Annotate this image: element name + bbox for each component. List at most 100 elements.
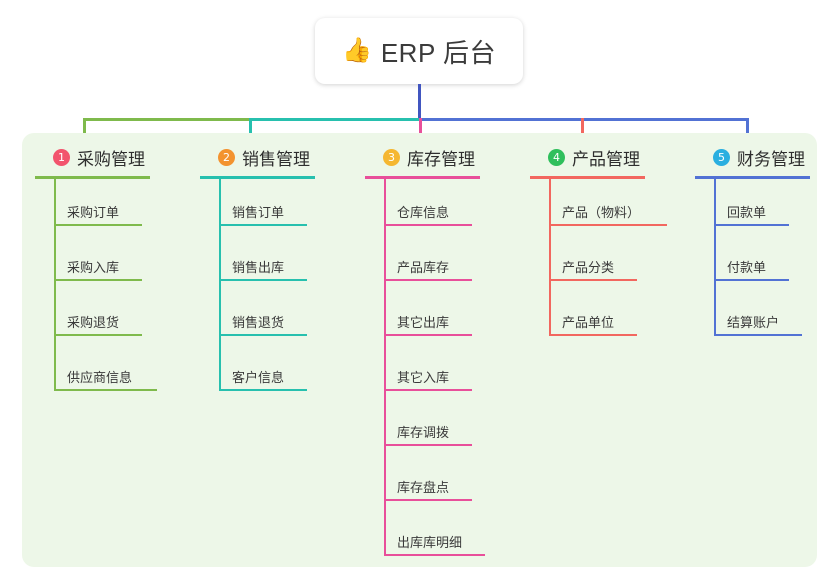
column-title-4: 产品管理 bbox=[572, 149, 640, 169]
column-header-1[interactable]: 1 采购管理 bbox=[35, 143, 185, 171]
item-underline bbox=[219, 224, 307, 226]
list-item[interactable]: 产品（物料） bbox=[530, 179, 680, 234]
column-trunk-2 bbox=[219, 179, 221, 391]
item-label: 库存盘点 bbox=[397, 480, 450, 495]
item-underline bbox=[714, 334, 802, 336]
list-item[interactable]: 采购退货 bbox=[35, 289, 185, 344]
column-badge-2: 2 bbox=[218, 148, 235, 166]
column-underline-1 bbox=[35, 176, 150, 179]
column-trunk-1 bbox=[54, 179, 56, 391]
diagram-panel bbox=[22, 133, 817, 567]
list-item[interactable]: 销售退货 bbox=[200, 289, 350, 344]
item-underline bbox=[54, 389, 157, 391]
column-trunk-5 bbox=[714, 179, 716, 336]
column-underline-5 bbox=[695, 176, 810, 179]
item-label: 销售退货 bbox=[232, 315, 285, 330]
list-item[interactable]: 其它入库 bbox=[365, 344, 515, 399]
column-trunk-4 bbox=[549, 179, 551, 336]
list-item[interactable]: 产品分类 bbox=[530, 234, 680, 289]
list-item[interactable]: 回款单 bbox=[695, 179, 839, 234]
item-label: 结算账户 bbox=[727, 315, 780, 330]
list-item[interactable]: 库存调拨 bbox=[365, 399, 515, 454]
column-items-3: 仓库信息 产品库存 其它出库 其它入库 库存调拨 库存盘点 出库库明细 bbox=[365, 179, 515, 564]
item-underline bbox=[549, 279, 637, 281]
root-title: ERP 后台 bbox=[380, 37, 497, 68]
item-label: 销售出库 bbox=[232, 260, 285, 275]
column-items-5: 回款单 付款单 结算账户 bbox=[695, 179, 839, 344]
item-label: 其它出库 bbox=[397, 315, 450, 330]
list-item[interactable]: 销售出库 bbox=[200, 234, 350, 289]
item-label: 仓库信息 bbox=[397, 205, 450, 220]
list-item[interactable]: 出库库明细 bbox=[365, 509, 515, 564]
column-header-3[interactable]: 3 库存管理 bbox=[365, 143, 515, 171]
list-item[interactable]: 库存盘点 bbox=[365, 454, 515, 509]
column-badge-3: 3 bbox=[383, 148, 400, 166]
column-title-3: 库存管理 bbox=[407, 149, 475, 169]
item-label: 付款单 bbox=[727, 260, 767, 275]
item-underline bbox=[384, 499, 472, 501]
list-item[interactable]: 产品库存 bbox=[365, 234, 515, 289]
item-underline bbox=[219, 389, 307, 391]
column-items-1: 采购订单 采购入库 采购退货 供应商信息 bbox=[35, 179, 185, 399]
root-node[interactable]: 👍 ERP 后台 bbox=[315, 18, 523, 84]
column-4: 4 产品管理 产品（物料） 产品分类 产品单位 bbox=[530, 143, 680, 344]
list-item[interactable]: 客户信息 bbox=[200, 344, 350, 399]
list-item[interactable]: 结算账户 bbox=[695, 289, 839, 344]
item-label: 供应商信息 bbox=[67, 370, 133, 385]
column-badge-1: 1 bbox=[53, 148, 70, 166]
column-underline-4 bbox=[530, 176, 645, 179]
column-5: 5 财务管理 回款单 付款单 结算账户 bbox=[695, 143, 839, 344]
item-label: 采购入库 bbox=[67, 260, 120, 275]
column-2: 2 销售管理 销售订单 销售出库 销售退货 客户信息 bbox=[200, 143, 350, 399]
item-underline bbox=[384, 334, 472, 336]
item-underline bbox=[384, 279, 472, 281]
column-drop-line-2 bbox=[249, 118, 252, 143]
list-item[interactable]: 付款单 bbox=[695, 234, 839, 289]
list-item[interactable]: 采购入库 bbox=[35, 234, 185, 289]
column-items-2: 销售订单 销售出库 销售退货 客户信息 bbox=[200, 179, 350, 399]
column-underline-3 bbox=[365, 176, 480, 179]
item-underline bbox=[54, 279, 142, 281]
item-label: 销售订单 bbox=[232, 205, 285, 220]
column-badge-5: 5 bbox=[713, 148, 730, 166]
item-label: 出库库明细 bbox=[397, 535, 463, 550]
item-underline bbox=[219, 279, 307, 281]
item-underline bbox=[384, 444, 472, 446]
item-underline bbox=[219, 334, 307, 336]
item-label: 其它入库 bbox=[397, 370, 450, 385]
column-header-5[interactable]: 5 财务管理 bbox=[695, 143, 839, 171]
list-item[interactable]: 销售订单 bbox=[200, 179, 350, 234]
column-drop-line-5 bbox=[746, 118, 749, 143]
column-drop-line-1 bbox=[83, 118, 86, 143]
item-underline bbox=[549, 334, 637, 336]
item-label: 回款单 bbox=[727, 205, 767, 220]
item-label: 产品分类 bbox=[562, 260, 615, 275]
item-underline bbox=[714, 279, 789, 281]
column-items-4: 产品（物料） 产品分类 产品单位 bbox=[530, 179, 680, 344]
item-label: 采购订单 bbox=[67, 205, 120, 220]
column-title-1: 采购管理 bbox=[77, 149, 145, 169]
column-drop-line-4 bbox=[581, 118, 584, 143]
item-label: 产品（物料） bbox=[562, 205, 641, 220]
list-item[interactable]: 采购订单 bbox=[35, 179, 185, 234]
item-underline bbox=[549, 224, 667, 226]
item-label: 产品库存 bbox=[397, 260, 450, 275]
list-item[interactable]: 产品单位 bbox=[530, 289, 680, 344]
column-3: 3 库存管理 仓库信息 产品库存 其它出库 其它入库 库存调拨 库存盘点 出库库… bbox=[365, 143, 515, 564]
bus-segment-2 bbox=[249, 118, 419, 121]
list-item[interactable]: 仓库信息 bbox=[365, 179, 515, 234]
list-item[interactable]: 其它出库 bbox=[365, 289, 515, 344]
item-underline bbox=[54, 224, 142, 226]
item-underline bbox=[384, 554, 485, 556]
column-header-2[interactable]: 2 销售管理 bbox=[200, 143, 350, 171]
item-underline bbox=[54, 334, 142, 336]
root-drop-line bbox=[418, 84, 421, 120]
column-badge-4: 4 bbox=[548, 148, 565, 166]
bus-segment-1 bbox=[83, 118, 249, 121]
thumbs-up-icon: 👍 bbox=[341, 37, 372, 64]
item-label: 产品单位 bbox=[562, 315, 615, 330]
column-trunk-3 bbox=[384, 179, 386, 556]
list-item[interactable]: 供应商信息 bbox=[35, 344, 185, 399]
item-label: 库存调拨 bbox=[397, 425, 450, 440]
column-header-4[interactable]: 4 产品管理 bbox=[530, 143, 680, 171]
